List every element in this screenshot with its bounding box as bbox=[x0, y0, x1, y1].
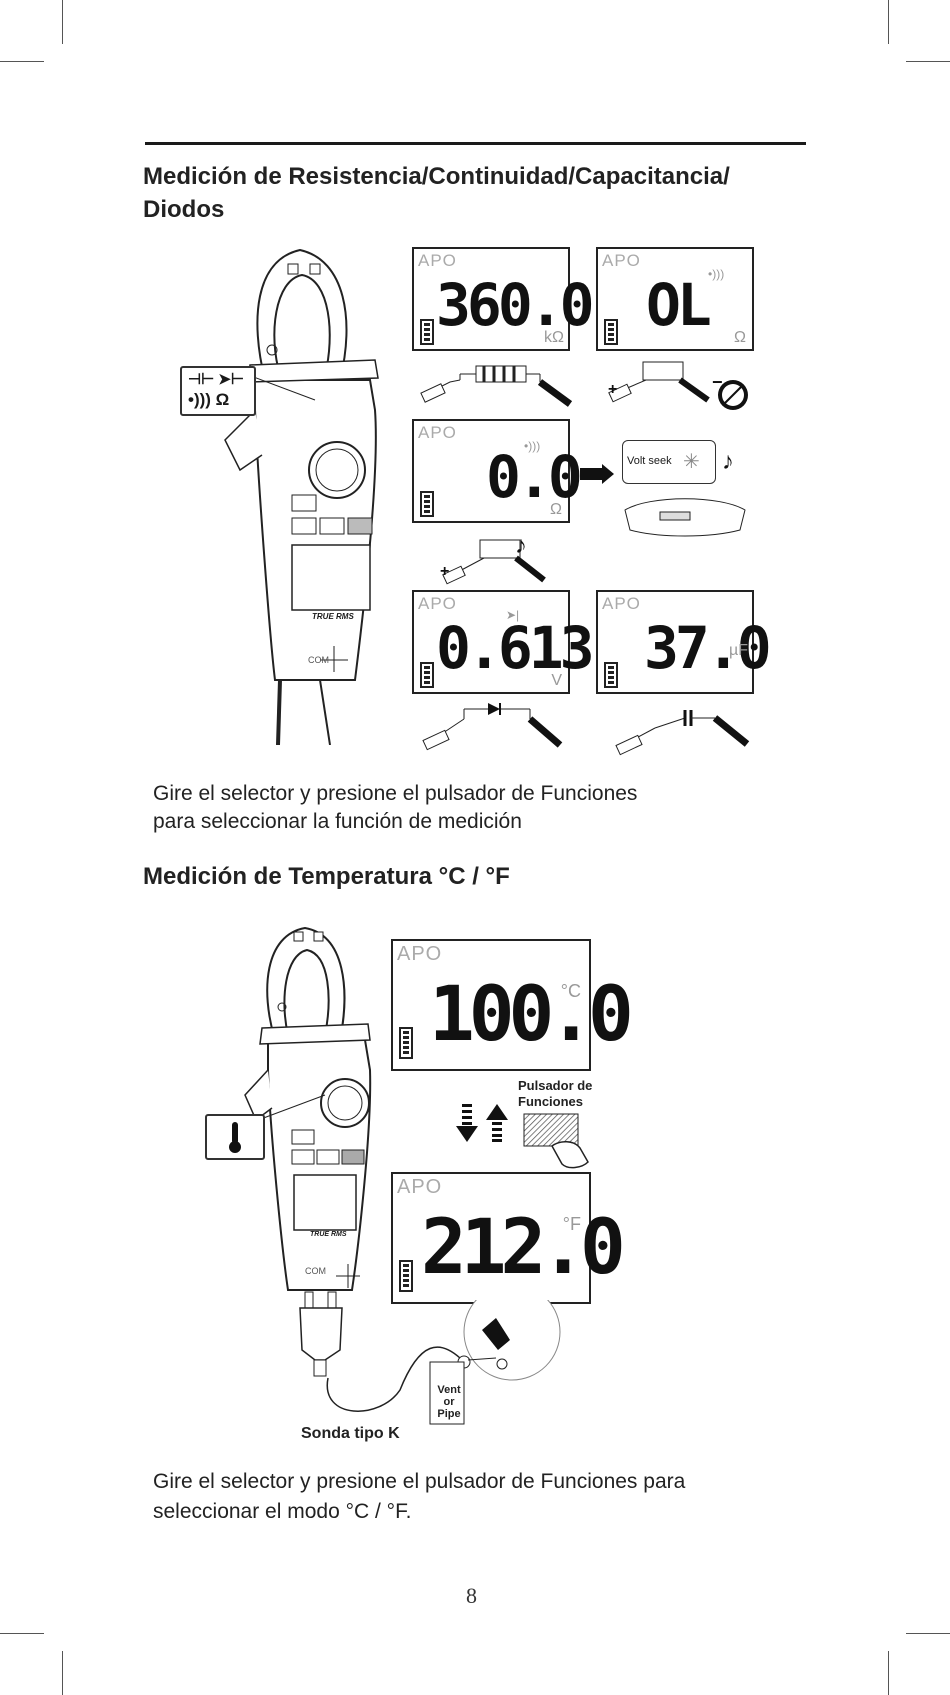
battery-icon bbox=[604, 319, 618, 345]
crop-mark bbox=[62, 1651, 63, 1695]
page-number: 8 bbox=[466, 1583, 477, 1608]
thermometer-icon bbox=[229, 1122, 241, 1153]
lcd-unit: V bbox=[551, 672, 562, 689]
lcd-display-diode: APO ➤| 0.613 V bbox=[412, 590, 595, 694]
arrow-down-icon bbox=[456, 1104, 478, 1142]
lcd-display-capacitance: APO 37.0 µF bbox=[596, 590, 772, 694]
svg-text:+: + bbox=[608, 381, 617, 398]
instruction-line: Gire el selector y presione el pulsador … bbox=[153, 1470, 686, 1493]
continuity-ohm-symbols: •))) Ω bbox=[188, 390, 230, 409]
lcd-value: 0.0 bbox=[486, 443, 583, 511]
lcd-value: 100.0 bbox=[429, 969, 634, 1058]
meter-brand-label: TRUE RMS bbox=[310, 1231, 347, 1238]
battery-icon bbox=[420, 319, 434, 345]
lcd-display-continuity-beep: APO •))) 0.0 Ω bbox=[412, 419, 583, 523]
crop-mark bbox=[62, 0, 63, 44]
arrow-right-icon bbox=[580, 464, 614, 484]
section-title-line2: Diodos bbox=[143, 196, 225, 223]
lcd-value: 360.0 bbox=[436, 271, 595, 339]
probe-type-label: Sonda tipo K bbox=[301, 1425, 400, 1442]
beeper-icon: •))) bbox=[524, 439, 541, 453]
apo-indicator: APO bbox=[418, 594, 457, 613]
clamp-meter-illustration-1 bbox=[224, 248, 379, 745]
label-line: or bbox=[443, 1396, 455, 1408]
apo-indicator: APO bbox=[418, 251, 457, 270]
thermometer-callout bbox=[205, 1114, 265, 1160]
label-line: Pulsador de bbox=[518, 1078, 593, 1093]
svg-text:+: + bbox=[440, 563, 449, 580]
crop-mark bbox=[906, 1633, 950, 1634]
meter-brand-label: TRUE RMS bbox=[312, 612, 354, 621]
lcd-display-continuity: APO •))) OL Ω bbox=[596, 247, 754, 351]
section-title-resistance: Medición de Resistencia/Continuidad/Capa… bbox=[143, 160, 730, 226]
lcd-value: OL bbox=[646, 271, 712, 339]
instruction-line: Gire el selector y presione el pulsador … bbox=[153, 782, 638, 805]
label-line: Funciones bbox=[518, 1094, 584, 1109]
battery-icon bbox=[420, 662, 434, 688]
instruction-line: seleccionar el modo °C / °F. bbox=[153, 1500, 412, 1523]
function-button-press-icon bbox=[523, 1113, 589, 1169]
no-beep-icon bbox=[718, 380, 748, 410]
lcd-value: 0.613 bbox=[436, 614, 595, 682]
section-title-temperature: Medición de Temperatura °C / °F bbox=[143, 863, 510, 890]
crop-mark bbox=[888, 0, 889, 44]
com-jack-label: COM bbox=[305, 1266, 326, 1276]
crop-mark bbox=[0, 1633, 44, 1634]
instruction-line: para seleccionar la función de medición bbox=[153, 810, 522, 833]
volt-seek-label: Volt seek bbox=[627, 455, 672, 467]
music-beep-icon: ♪ bbox=[515, 532, 527, 559]
battery-icon bbox=[399, 1260, 413, 1292]
meter-tip-illustration bbox=[624, 498, 746, 537]
apo-indicator: APO bbox=[602, 251, 641, 270]
crop-mark bbox=[888, 1651, 889, 1695]
crop-mark bbox=[0, 61, 44, 62]
flash-icon: ✳ bbox=[683, 451, 700, 473]
lcd-unit: kΩ bbox=[544, 329, 564, 346]
apo-indicator: APO bbox=[602, 594, 641, 613]
label-line: Pipe bbox=[437, 1408, 461, 1420]
capacitance-diode-symbols: ⊣⊢ ➤⊢ bbox=[188, 371, 244, 388]
battery-icon bbox=[399, 1027, 413, 1059]
lcd-unit: Ω bbox=[734, 329, 746, 346]
apo-indicator: APO bbox=[418, 423, 457, 442]
instruction-text-1: Gire el selector y presione el pulsador … bbox=[153, 780, 637, 836]
capacitor-probe-illustration bbox=[615, 710, 750, 756]
header-rule bbox=[145, 142, 806, 145]
apo-indicator: APO bbox=[397, 1176, 443, 1198]
label-line: Vent bbox=[437, 1384, 461, 1396]
arrow-up-icon bbox=[486, 1104, 508, 1142]
beeper-icon: •))) bbox=[708, 267, 725, 281]
resistor-probe-illustration bbox=[420, 365, 573, 407]
lcd-display-resistance: APO 360.0 kΩ bbox=[412, 247, 595, 351]
section-title-line1: Medición de Resistencia/Continuidad/Capa… bbox=[143, 163, 730, 190]
clamp-meter-illustration-2 bbox=[217, 926, 372, 1377]
continuity-probe-illustration: + − bbox=[608, 361, 723, 403]
lcd-display-fahrenheit: APO 212.0 °F bbox=[391, 1172, 626, 1304]
battery-icon bbox=[604, 662, 618, 688]
lcd-unit: µF bbox=[729, 642, 748, 659]
vent-or-pipe-label: Vent or Pipe bbox=[432, 1384, 466, 1420]
thermocouple-probe-illustration bbox=[326, 1300, 561, 1425]
battery-icon bbox=[420, 491, 434, 517]
com-jack-label: COM bbox=[308, 655, 329, 665]
function-button-label: Pulsador de Funciones bbox=[518, 1078, 592, 1110]
diode-icon: ➤| bbox=[506, 608, 520, 622]
lcd-value: 37.0 bbox=[644, 614, 772, 682]
crop-mark bbox=[906, 61, 950, 62]
selector-callout: ⊣⊢ ➤⊢ •))) Ω bbox=[180, 366, 256, 416]
diode-probe-illustration bbox=[422, 703, 563, 751]
lcd-value: 212.0 bbox=[421, 1202, 626, 1291]
lcd-unit: °C bbox=[560, 981, 581, 1001]
music-beep-icon: ♪ bbox=[722, 448, 734, 475]
lcd-unit: °F bbox=[562, 1214, 581, 1234]
lcd-display-celsius: APO 100.0 °C bbox=[391, 939, 634, 1071]
instruction-text-2: Gire el selector y presione el pulsador … bbox=[153, 1467, 685, 1527]
apo-indicator: APO bbox=[397, 943, 443, 965]
svg-text:−: − bbox=[712, 372, 723, 392]
lcd-unit: Ω bbox=[550, 501, 562, 518]
volt-seek-callout: Volt seek ✳ bbox=[622, 440, 716, 484]
beep-probe-illustration: + bbox=[440, 539, 546, 585]
